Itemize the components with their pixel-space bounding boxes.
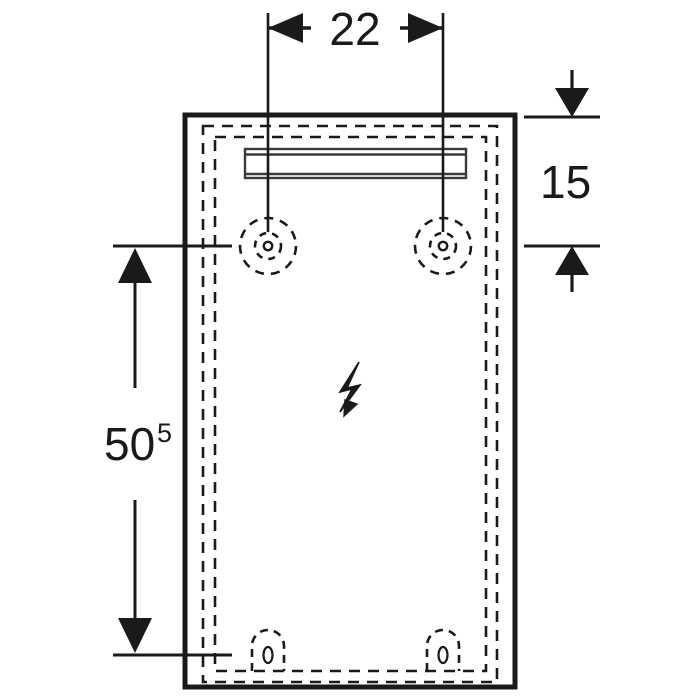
arrow-bottom	[555, 246, 589, 275]
dimension-label-50: 50	[104, 418, 155, 470]
lower-bracket-left	[250, 628, 286, 671]
dimension-height-50-5: 50 5	[104, 244, 232, 657]
arrow-top	[555, 88, 589, 117]
dimension-width-22: 22	[266, 3, 445, 232]
arrow-left	[268, 13, 303, 43]
dimension-height-15: 15	[524, 70, 600, 292]
dimension-label-50-superscript: 5	[157, 418, 172, 448]
arrow-right	[408, 13, 443, 43]
hidden-edge-outline-inner	[213, 135, 488, 673]
lower-bracket-right	[425, 628, 461, 671]
dimension-label-15: 15	[540, 156, 591, 208]
top-rail	[243, 147, 468, 180]
arrow-lower	[118, 618, 152, 653]
lightning-bolt-icon	[338, 361, 362, 418]
hidden-edge-outline-outer	[201, 124, 499, 684]
dimension-label-22: 22	[329, 3, 380, 55]
arrow-upper	[118, 248, 152, 283]
